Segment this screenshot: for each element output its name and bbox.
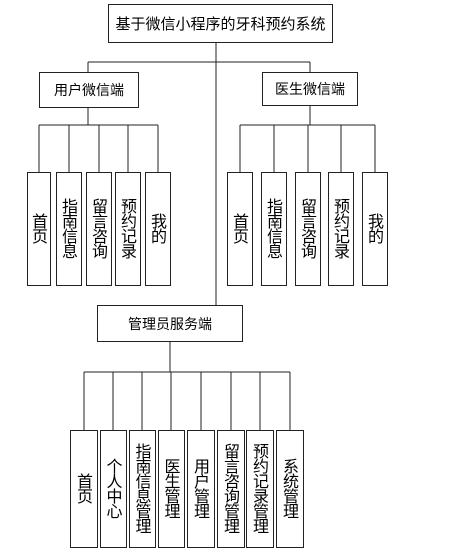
user-item-label: 留言咨询	[92, 197, 109, 261]
admin-item-label: 用户管理	[194, 457, 211, 521]
user-end-label: 用户微信端	[54, 83, 124, 99]
user-item-node: 留言咨询	[86, 172, 112, 286]
admin-item-label: 医生管理	[164, 457, 181, 521]
user-item-node: 我的	[145, 172, 171, 286]
user-end-node: 用户微信端	[39, 72, 139, 108]
user-item-label: 我的	[151, 212, 168, 246]
admin-item-label: 指南信息管理	[135, 442, 152, 536]
doctor-item-node: 留言咨询	[295, 172, 321, 286]
doctor-item-node: 指南信息	[261, 172, 287, 286]
admin-item-label: 首页	[77, 472, 94, 506]
admin-item-node: 医生管理	[158, 430, 185, 548]
user-item-node: 首页	[27, 172, 51, 286]
admin-item-node: 用户管理	[187, 430, 215, 548]
admin-item-node: 指南信息管理	[129, 430, 156, 548]
admin-item-node: 预约记录管理	[246, 430, 274, 548]
admin-item-label: 留言咨询管理	[224, 442, 241, 536]
doctor-item-node: 我的	[362, 172, 388, 286]
doctor-end-label: 医生微信端	[275, 82, 345, 98]
doctor-item-node: 首页	[227, 172, 253, 286]
root-node: 基于微信小程序的牙科预约系统	[108, 4, 333, 43]
admin-item-label: 个人中心	[106, 457, 123, 521]
doctor-item-label: 预约记录	[334, 197, 351, 261]
user-item-node: 指南信息	[56, 172, 82, 286]
doctor-item-node: 预约记录	[328, 172, 354, 286]
admin-end-label: 管理员服务端	[128, 316, 212, 333]
doctor-item-label: 留言咨询	[301, 197, 318, 261]
admin-item-node: 系统管理	[276, 430, 304, 548]
admin-item-label: 系统管理	[283, 457, 300, 521]
doctor-item-label: 首页	[233, 212, 250, 246]
admin-end-node: 管理员服务端	[97, 305, 243, 342]
admin-item-node: 个人中心	[100, 430, 127, 548]
doctor-end-node: 医生微信端	[262, 72, 358, 106]
admin-item-node: 首页	[70, 430, 98, 548]
user-item-label: 首页	[32, 212, 49, 246]
admin-item-label: 预约记录管理	[253, 442, 270, 536]
user-item-label: 预约记录	[121, 197, 138, 261]
admin-item-node: 留言咨询管理	[217, 430, 245, 548]
user-item-label: 指南信息	[62, 197, 79, 261]
user-item-node: 预约记录	[115, 172, 141, 286]
doctor-item-label: 我的	[368, 212, 385, 246]
root-node-label: 基于微信小程序的牙科预约系统	[115, 15, 326, 33]
doctor-item-label: 指南信息	[267, 197, 284, 261]
